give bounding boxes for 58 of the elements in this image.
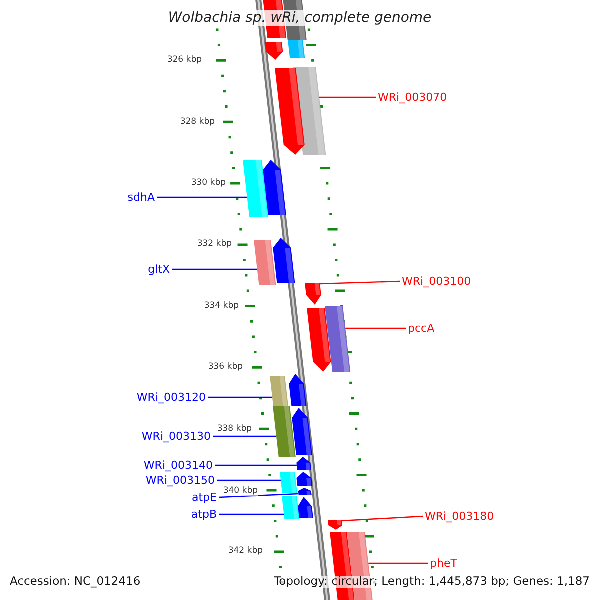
scale-label: 326 kbp xyxy=(167,56,202,64)
scale-label: 338 kbp xyxy=(217,425,252,434)
gene-feature xyxy=(273,406,296,457)
leader-line xyxy=(219,514,284,516)
gene-feature-pointed xyxy=(305,283,322,305)
gene-label: WRi_003100 xyxy=(402,276,472,287)
leader-line xyxy=(217,480,281,482)
gene-label: WRi_003130 xyxy=(142,431,211,442)
gene-label: atpE xyxy=(192,492,217,503)
gene-label: WRi_003180 xyxy=(425,511,494,522)
gene-label: WRi_003070 xyxy=(378,92,448,103)
gene-label: WRi_003150 xyxy=(146,475,215,486)
scale-label: 332 kbp xyxy=(197,240,232,248)
gene-feature-pointed xyxy=(275,68,305,155)
gene-feature-pointed xyxy=(265,42,284,60)
gene-feature-pointed xyxy=(296,472,313,486)
scale-label: 328 kbp xyxy=(180,118,215,126)
leader-line xyxy=(172,268,258,270)
gene-feature-pointed xyxy=(289,374,307,406)
gene-feature xyxy=(325,306,351,372)
gene-label: pccA xyxy=(408,323,435,334)
scale-label: 336 kbp xyxy=(208,363,243,372)
gene-feature xyxy=(280,472,298,493)
gene-feature-pointed xyxy=(273,238,296,283)
gene-feature-pointed xyxy=(296,457,312,470)
scale-label: 334 kbp xyxy=(204,302,239,310)
leader-line xyxy=(342,516,424,522)
leader-line xyxy=(208,396,272,398)
leader-line xyxy=(157,196,248,198)
gene-feature-pointed xyxy=(298,488,312,495)
leader-line xyxy=(320,96,376,98)
scale-label: 340 kbp xyxy=(223,487,258,496)
scale-label: 330 kbp xyxy=(191,179,226,188)
accession-text: Accession: NC_012416 xyxy=(10,576,141,588)
gene-feature xyxy=(293,67,326,155)
gene-feature xyxy=(288,40,306,58)
gene-feature xyxy=(270,376,288,406)
gene-feature-pointed xyxy=(263,160,286,215)
scale-label: 342 kbp xyxy=(228,547,263,556)
leader-line xyxy=(346,328,406,330)
gene-feature xyxy=(254,240,276,285)
leader-line xyxy=(215,464,297,466)
gene-feature xyxy=(282,496,300,519)
gene-label: sdhA xyxy=(128,192,155,203)
gene-feature-pointed xyxy=(307,308,332,372)
leader-line xyxy=(213,436,276,438)
gene-feature-pointed xyxy=(292,408,312,455)
gene-label: gltX xyxy=(148,264,170,275)
leader-line xyxy=(218,493,299,498)
gene-feature xyxy=(243,160,269,217)
gene-label: WRi_003120 xyxy=(136,392,206,403)
leader-line xyxy=(368,562,428,564)
leader-line xyxy=(320,280,400,285)
gene-label: WRi_003140 xyxy=(144,460,213,471)
gene-label: pheT xyxy=(430,558,458,569)
gene-feature-pointed xyxy=(298,497,314,518)
gene-feature-pointed xyxy=(328,520,343,530)
gene-label: atpB xyxy=(191,509,217,520)
